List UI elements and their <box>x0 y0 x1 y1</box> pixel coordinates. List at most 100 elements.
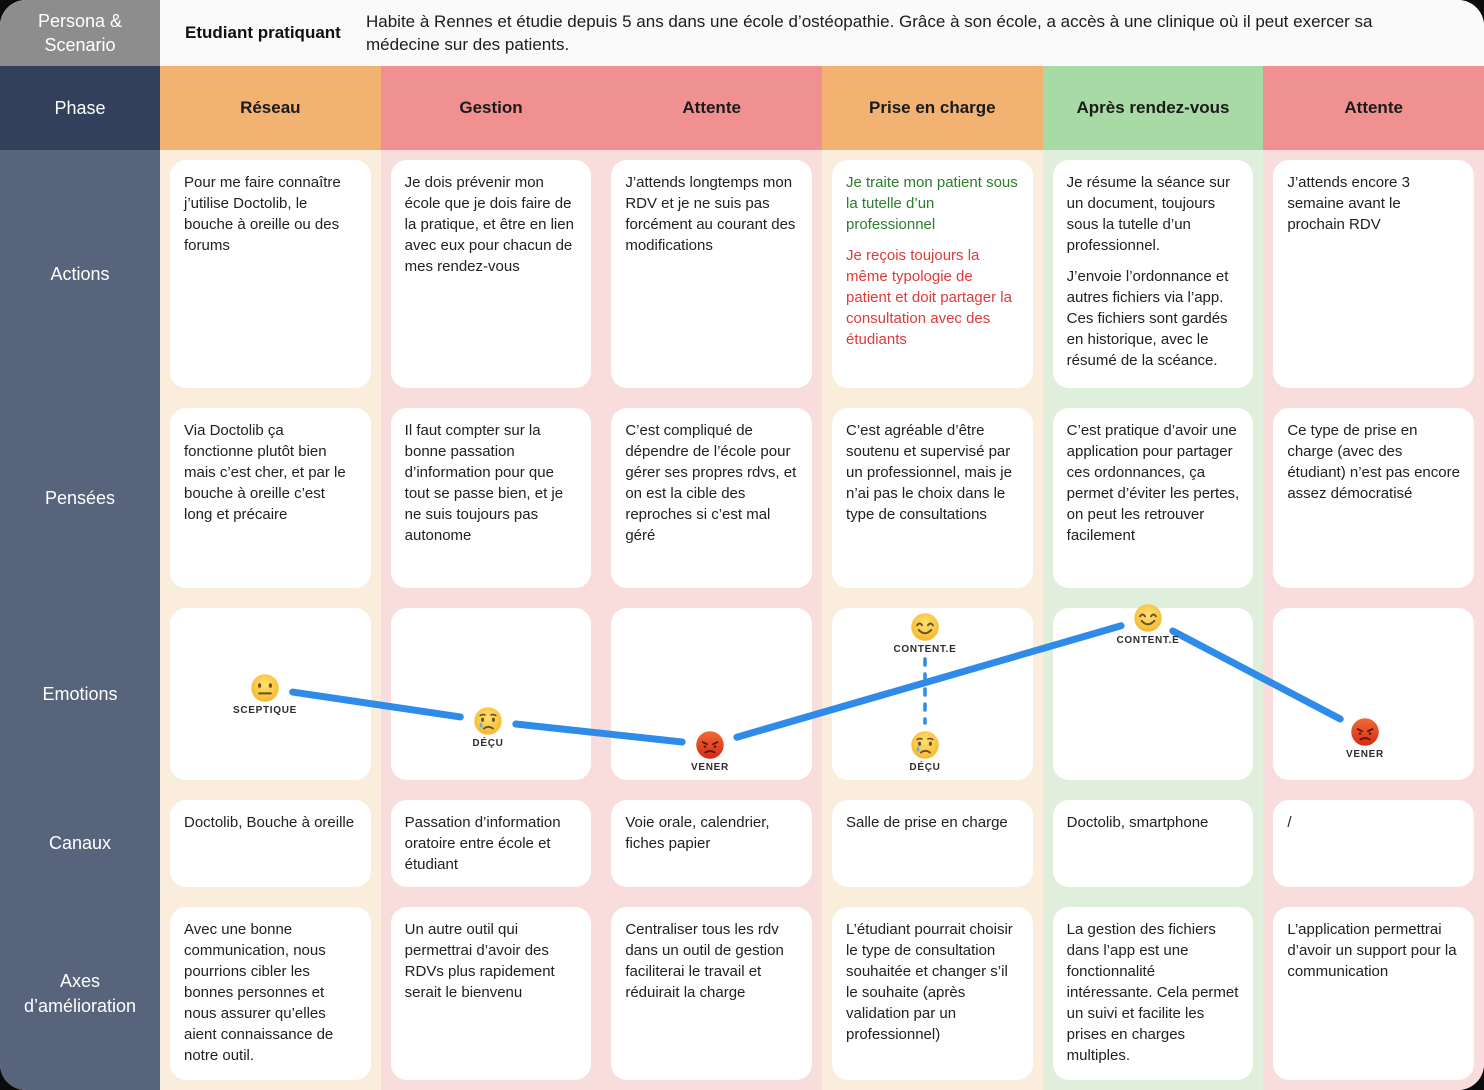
persona-scenario-header: Persona & Scenario <box>0 0 160 66</box>
phase-attente-3[interactable]: Attente <box>601 66 822 150</box>
card-text: C’est pratique d’avoir une application p… <box>1066 422 1240 544</box>
journey-grid: Actions Pour me faire connaître j’utilise… <box>0 150 1484 1090</box>
card-text: L’étudiant pourrait choisir le type de c… <box>846 921 1013 1043</box>
cell-pensees-col6: Ce type de prise en charge (avec des étu… <box>1263 398 1484 598</box>
phase-gestion-2[interactable]: Gestion <box>380 66 602 150</box>
crying-face-icon[interactable] <box>910 730 940 760</box>
smiling-face-icon[interactable] <box>1133 603 1163 633</box>
card-text: Salle de prise en charge <box>846 814 1008 831</box>
card-text: Je résume la séance sur un document, tou… <box>1066 174 1231 254</box>
pensees-card-3[interactable]: C’est compliqué de dépendre de l’école p… <box>611 408 812 588</box>
pensees-card-4[interactable]: C’est agréable d’être soutenu et supervi… <box>832 408 1033 588</box>
axes-card-2[interactable]: Un autre outil qui permettrai d’avoir de… <box>390 907 592 1080</box>
actions-card-2[interactable]: Je dois prévenir mon école que je dois f… <box>390 160 592 388</box>
card-text: Doctolib, Bouche à oreille <box>184 814 355 831</box>
cell-pensees-col5: C’est pratique d’avoir une application p… <box>1042 398 1264 598</box>
phase-apres-rendez-vous-5[interactable]: Après rendez-vous <box>1042 66 1264 150</box>
cell-canaux-col4: Salle de prise en charge <box>822 790 1043 897</box>
phase-row-label: Phase <box>0 66 160 150</box>
card-text: Passation d’information oratoire entre é… <box>404 814 561 873</box>
axes-card-6[interactable]: L’application permettrai d’avoir un supp… <box>1273 907 1474 1080</box>
axes-card-4[interactable]: L’étudiant pourrait choisir le type de c… <box>832 907 1033 1080</box>
pensees-card-2[interactable]: Il faut compter sur la bonne passation d… <box>390 408 592 588</box>
card-text: C’est compliqué de dépendre de l’école p… <box>625 422 797 544</box>
cell-axes-col3: Centraliser tous les rdv dans un outil d… <box>601 897 822 1090</box>
row-label-axes: Axes d’amélioration <box>0 897 160 1090</box>
emotions-card-5[interactable] <box>1052 608 1254 780</box>
cell-actions-col4: Je traite mon patient sous la tutelle d’… <box>822 150 1043 398</box>
axes-card-3[interactable]: Centraliser tous les rdv dans un outil d… <box>611 907 812 1080</box>
card-text: Centraliser tous les rdv dans un outil d… <box>625 921 784 1001</box>
card-text: C’est agréable d’être soutenu et supervi… <box>846 422 1012 523</box>
cell-axes-col2: Un autre outil qui permettrai d’avoir de… <box>380 897 602 1090</box>
card-text: Pour me faire connaître j’utilise Doctol… <box>184 174 341 254</box>
card-text: J’envoie l’ordonnance et autres fichiers… <box>1066 268 1229 369</box>
persona-description[interactable]: Habite à Rennes et étudie depuis 5 ans d… <box>366 12 1373 54</box>
card-text: Je dois prévenir mon école que je dois f… <box>404 174 574 275</box>
angry-face-icon[interactable] <box>1350 717 1380 747</box>
persona-name[interactable]: Etudiant pratiquant <box>185 23 341 42</box>
pensees-card-5[interactable]: C’est pratique d’avoir une application p… <box>1052 408 1254 588</box>
row-label-pensees: Pensées <box>0 398 160 598</box>
row-label-actions: Actions <box>0 150 160 398</box>
actions-card-6[interactable]: J’attends encore 3 semaine avant le proc… <box>1273 160 1474 388</box>
cell-emotions-col3 <box>601 598 822 790</box>
neutral-face-icon[interactable] <box>250 673 280 703</box>
card-text: Un autre outil qui permettrai d’avoir de… <box>404 921 555 1001</box>
emotions-card-6[interactable] <box>1273 608 1474 780</box>
actions-card-3[interactable]: J’attends longtemps mon RDV et je ne sui… <box>611 160 812 388</box>
cell-pensees-col1: Via Doctolib ça fonctionne plutôt bien m… <box>160 398 381 598</box>
card-text: Voie orale, calendrier, fiches papier <box>625 814 770 852</box>
persona-row: Persona & Scenario Etudiant pratiquant H… <box>0 0 1484 66</box>
row-label-emotions: Emotions <box>0 598 160 790</box>
smiling-face-icon[interactable] <box>910 612 940 642</box>
cell-pensees-col2: Il faut compter sur la bonne passation d… <box>380 398 602 598</box>
cell-canaux-col1: Doctolib, Bouche à oreille <box>160 790 381 897</box>
cell-axes-col5: La gestion des fichiers dans l’app est u… <box>1042 897 1264 1090</box>
angry-face-icon[interactable] <box>695 730 725 760</box>
cell-axes-col4: L’étudiant pourrait choisir le type de c… <box>822 897 1043 1090</box>
canaux-card-5[interactable]: Doctolib, smartphone <box>1052 800 1254 887</box>
cell-pensees-col3: C’est compliqué de dépendre de l’école p… <box>601 398 822 598</box>
card-text: Via Doctolib ça fonctionne plutôt bien m… <box>184 422 346 523</box>
card-text: La gestion des fichiers dans l’app est u… <box>1066 921 1239 1064</box>
pensees-card-1[interactable]: Via Doctolib ça fonctionne plutôt bien m… <box>170 408 371 588</box>
actions-card-4[interactable]: Je traite mon patient sous la tutelle d’… <box>832 160 1033 388</box>
crying-face-icon[interactable] <box>473 706 503 736</box>
canaux-card-2[interactable]: Passation d’information oratoire entre é… <box>390 800 592 887</box>
canaux-card-1[interactable]: Doctolib, Bouche à oreille <box>170 800 371 887</box>
canaux-card-3[interactable]: Voie orale, calendrier, fiches papier <box>611 800 812 887</box>
cell-pensees-col4: C’est agréable d’être soutenu et supervi… <box>822 398 1043 598</box>
cell-actions-col5: Je résume la séance sur un document, tou… <box>1042 150 1264 398</box>
actions-card-5[interactable]: Je résume la séance sur un document, tou… <box>1052 160 1254 388</box>
phase-prise-en-charge-4[interactable]: Prise en charge <box>822 66 1043 150</box>
card-text: J’attends longtemps mon RDV et je ne sui… <box>625 174 796 254</box>
actions-card-1[interactable]: Pour me faire connaître j’utilise Doctol… <box>170 160 371 388</box>
cell-canaux-col5: Doctolib, smartphone <box>1042 790 1264 897</box>
cell-emotions-col6 <box>1263 598 1484 790</box>
canaux-card-6[interactable]: / <box>1273 800 1474 887</box>
canaux-card-4[interactable]: Salle de prise en charge <box>832 800 1033 887</box>
cell-canaux-col2: Passation d’information oratoire entre é… <box>380 790 602 897</box>
axes-card-5[interactable]: La gestion des fichiers dans l’app est u… <box>1052 907 1254 1080</box>
cell-emotions-col2 <box>380 598 602 790</box>
phase-reseau-1[interactable]: Réseau <box>160 66 381 150</box>
axes-card-1[interactable]: Avec une bonne communication, nous pourr… <box>170 907 371 1080</box>
emotions-card-2[interactable] <box>390 608 592 780</box>
cell-actions-col2: Je dois prévenir mon école que je dois f… <box>380 150 602 398</box>
card-text: J’attends encore 3 semaine avant le proc… <box>1287 174 1410 233</box>
cell-actions-col1: Pour me faire connaître j’utilise Doctol… <box>160 150 381 398</box>
card-text: / <box>1287 814 1292 831</box>
card-text: Doctolib, smartphone <box>1066 814 1209 831</box>
cell-canaux-col3: Voie orale, calendrier, fiches papier <box>601 790 822 897</box>
pensees-card-6[interactable]: Ce type de prise en charge (avec des étu… <box>1273 408 1474 588</box>
card-text: L’application permettrai d’avoir un supp… <box>1287 921 1457 980</box>
card-text: Il faut compter sur la bonne passation d… <box>404 422 564 544</box>
card-text: Je traite mon patient sous la tutelle d’… <box>846 174 1018 233</box>
cell-canaux-col6: / <box>1263 790 1484 897</box>
cell-actions-col3: J’attends longtemps mon RDV et je ne sui… <box>601 150 822 398</box>
phase-attente-6[interactable]: Attente <box>1263 66 1484 150</box>
card-text: Avec une bonne communication, nous pourr… <box>184 921 334 1064</box>
